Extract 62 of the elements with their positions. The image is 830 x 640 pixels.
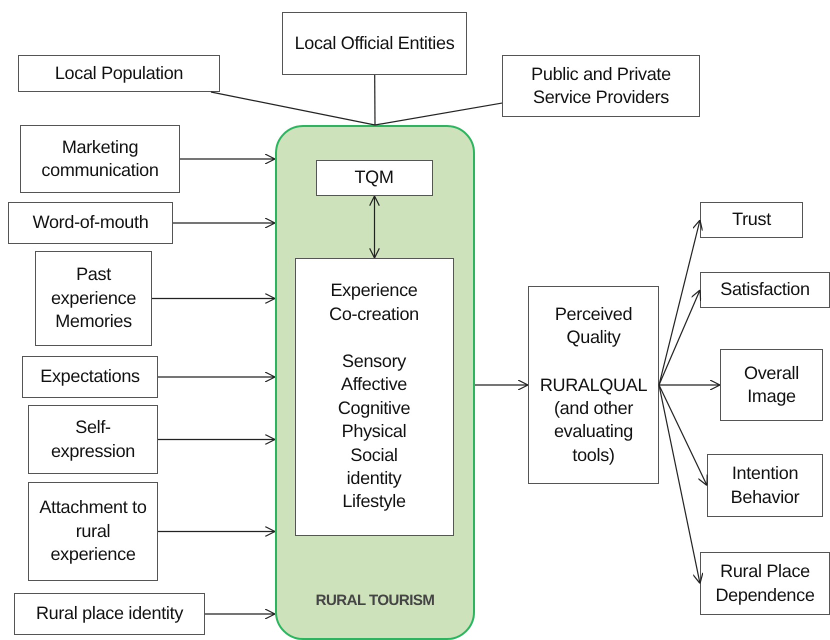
box-label: Past experience Memories <box>50 263 138 334</box>
box-label: Perceived Quality <box>554 302 634 350</box>
concept-box <box>18 55 220 92</box>
box-label: Local Official Entities <box>294 32 454 55</box>
concept-box <box>28 405 158 474</box>
connector-line <box>374 75 376 125</box>
concept-box <box>20 125 180 193</box>
arrow <box>158 434 276 446</box>
box-label: Sensory <box>342 350 406 374</box>
arrow <box>158 371 276 383</box>
rural-tourism-panel <box>275 125 475 640</box>
box-label: Overall Image <box>743 362 800 408</box>
concept-box <box>700 202 803 238</box>
box-label: Lifestyle <box>342 490 406 514</box>
box-label: Trust <box>732 208 771 232</box>
box-label: Rural Place Dependence <box>714 560 816 607</box>
concept-box <box>720 349 823 421</box>
arrow <box>180 153 276 165</box>
concept-box <box>707 454 823 517</box>
concept-box <box>8 202 173 244</box>
box-label: Public and Private Service Providers <box>530 62 672 109</box>
concept-box <box>528 286 659 484</box>
concept-box <box>28 482 158 581</box>
arrow <box>659 379 721 391</box>
arrow <box>658 384 708 486</box>
concept-box <box>700 272 830 308</box>
panel-heading: RURAL TOURISM <box>316 590 434 610</box>
arrow <box>173 217 276 229</box>
concept-box <box>22 356 158 398</box>
box-label: Attachment to rural experience <box>38 496 148 566</box>
concept-box <box>35 251 152 346</box>
concept-box <box>14 593 205 635</box>
box-label: Word-of-mouth <box>32 211 148 234</box>
box-label: RURALQUAL (and other evaluating tools) <box>538 374 648 467</box>
arrow <box>158 526 276 538</box>
box-label: Cognitive <box>338 396 410 420</box>
box-label: Rural place identity <box>36 602 184 626</box>
box-label: TQM <box>354 166 394 189</box>
box-label: Intention Behavior <box>730 462 800 508</box>
box-label: Social identity <box>346 444 402 490</box>
box-label: Expectations <box>40 365 140 388</box>
arrow <box>475 379 529 391</box>
arrow <box>152 292 276 304</box>
box-label: Physical <box>342 420 406 444</box>
arrow <box>368 195 380 259</box>
concept-box <box>294 258 454 536</box>
arrow <box>658 219 704 386</box>
concept-box <box>700 552 830 615</box>
concept-box <box>502 55 700 117</box>
concept-box <box>316 160 432 196</box>
box-label: Satisfaction <box>720 278 810 302</box>
concept-box <box>282 12 467 75</box>
box-label: Self-expression <box>50 416 136 463</box>
box-label: Affective <box>340 373 407 396</box>
box-label: Marketing communication <box>40 136 160 182</box>
arrow <box>658 289 702 386</box>
arrow <box>205 608 276 620</box>
box-label: Local Population <box>54 62 184 85</box>
connector-line <box>374 102 502 126</box>
box-label: Experience Co-creation <box>328 279 420 326</box>
arrow <box>658 384 704 584</box>
connector-line <box>210 91 376 126</box>
